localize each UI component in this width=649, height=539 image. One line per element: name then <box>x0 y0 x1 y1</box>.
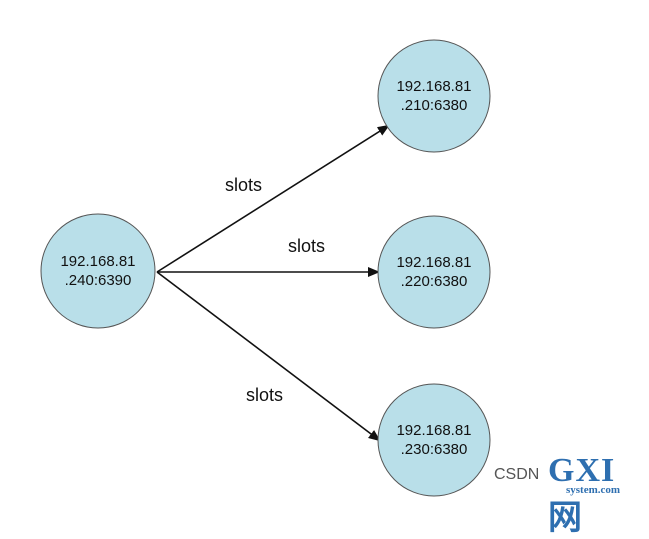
source-node-port: .240:6390 <box>64 272 132 289</box>
edge-label-middle: slots <box>288 236 326 256</box>
target-node-220-ip: 192.168.81 <box>396 254 472 271</box>
target-node-230 <box>377 383 491 497</box>
edge-to-210 <box>156 124 390 273</box>
source-node-label: 192.168.81 .240:6390 <box>43 252 153 290</box>
target-node-220-port: .220:6380 <box>400 273 468 290</box>
site-logo-domain: system.com <box>566 484 621 496</box>
diagram-canvas: 192.168.81 .240:6390 192.168.81 .210:638… <box>40 39 646 537</box>
target-node-210-port: .210:6380 <box>400 97 468 114</box>
csdn-watermark: CSDN <box>494 466 540 483</box>
edge-label-bottom: slots <box>246 385 284 405</box>
target-node-210-ip: 192.168.81 <box>396 78 472 95</box>
target-node-210-label: 192.168.81 .210:6380 <box>379 77 489 115</box>
diagram-graphics <box>40 39 491 497</box>
target-node-210 <box>377 39 491 153</box>
source-node-ip: 192.168.81 <box>60 253 136 270</box>
edge-to-230 <box>156 271 381 442</box>
site-logo-watermark: GXI网 system.com <box>548 452 646 537</box>
target-node-230-ip: 192.168.81 <box>396 422 472 439</box>
source-node <box>40 213 156 329</box>
target-node-220-label: 192.168.81 .220:6380 <box>379 253 489 291</box>
target-node-230-label: 192.168.81 .230:6380 <box>379 421 489 459</box>
edge-label-top: slots <box>225 175 263 195</box>
target-node-220 <box>377 215 491 329</box>
target-node-230-port: .230:6380 <box>400 441 468 458</box>
